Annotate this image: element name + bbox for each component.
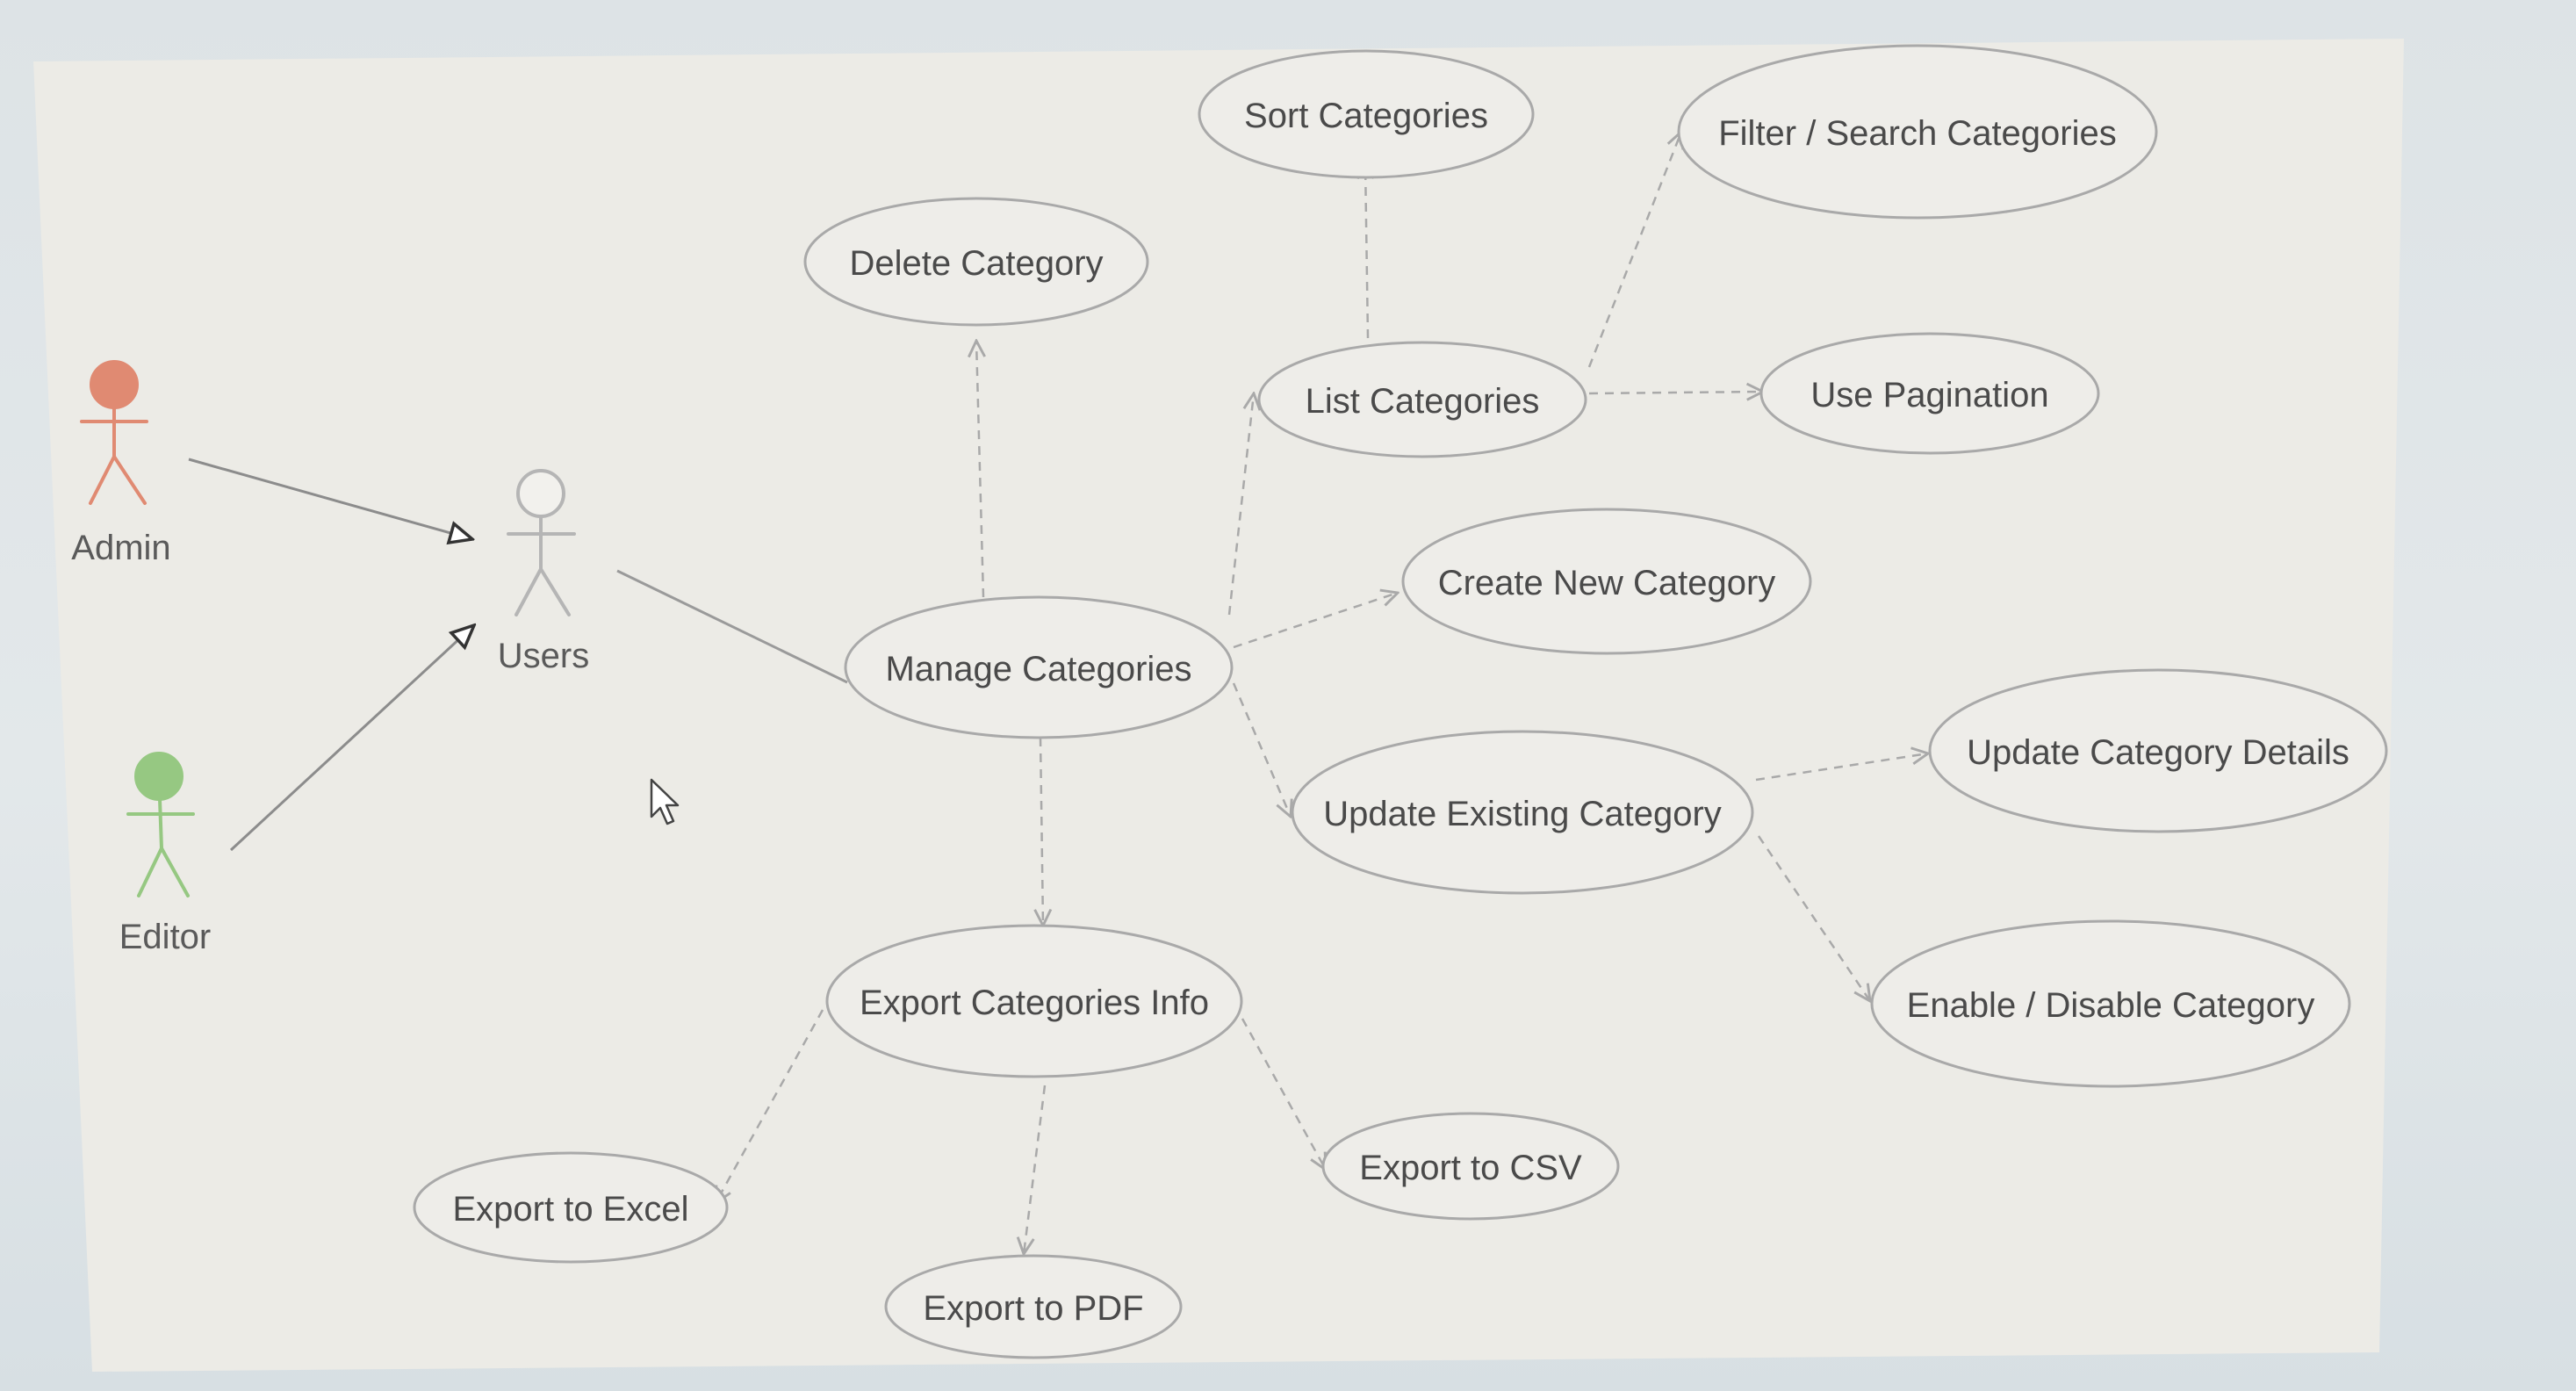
use-case-delete-label: Delete Category	[849, 244, 1103, 283]
use-case-update-details[interactable]: Update Category Details	[1928, 668, 2388, 833]
arrow-export-to-excel	[716, 1009, 824, 1203]
actor-editor: Editor	[119, 752, 212, 956]
use-case-export-excel-label: Export to Excel	[452, 1190, 688, 1229]
use-case-update[interactable]: Update Existing Category	[1291, 730, 1754, 895]
use-case-enable-disable[interactable]: Enable / Disable Category	[1870, 919, 2351, 1088]
use-case-manage[interactable]: Manage Categories	[844, 595, 1234, 739]
use-case-filter-label: Filter / Search Categories	[1718, 114, 2117, 153]
editor-to-users-generalization	[229, 625, 474, 852]
arrow-manage-to-list	[1227, 393, 1254, 616]
arrow-update-to-enable-disable	[1757, 835, 1870, 1001]
use-case-filter[interactable]: Filter / Search Categories	[1677, 44, 2158, 220]
use-case-update-label: Update Existing Category	[1323, 795, 1722, 833]
users-manage-association	[616, 569, 848, 684]
users-label: Users	[498, 637, 589, 675]
arrow-list-to-pagination	[1588, 392, 1763, 393]
admin-to-users-generalization	[188, 458, 472, 539]
editor-label: Editor	[119, 918, 212, 956]
use-case-pagination[interactable]: Use Pagination	[1759, 332, 2100, 455]
use-case-manage-label: Manage Categories	[885, 650, 1191, 688]
use-case-export-info[interactable]: Export Categories Info	[825, 924, 1243, 1078]
use-case-sort[interactable]: Sort Categories	[1198, 49, 1535, 179]
admin-figure-icon	[80, 360, 148, 505]
actor-users: Users	[498, 469, 589, 675]
use-case-delete[interactable]: Delete Category	[803, 197, 1149, 327]
use-case-list[interactable]: List Categories	[1257, 341, 1587, 458]
use-case-export-excel[interactable]: Export to Excel	[413, 1151, 729, 1264]
use-case-create-label: Create New Category	[1438, 564, 1776, 602]
actor-admin: Admin	[71, 360, 171, 567]
use-case-export-pdf-label: Export to PDF	[923, 1289, 1143, 1328]
editor-figure-icon	[126, 752, 195, 897]
arrow-update-to-details	[1755, 753, 1928, 782]
use-case-export-csv[interactable]: Export to CSV	[1321, 1112, 1620, 1221]
arrow-list-to-filter	[1587, 132, 1681, 368]
arrow-manage-to-delete	[976, 341, 983, 598]
arrow-manage-to-update	[1232, 682, 1291, 817]
users-figure-icon	[507, 469, 576, 616]
use-case-sort-label: Sort Categories	[1244, 97, 1488, 135]
generalization-lines	[188, 458, 474, 852]
arrow-export-to-csv	[1241, 1018, 1326, 1170]
use-case-enable-disable-label: Enable / Disable Category	[1907, 986, 2315, 1025]
use-case-export-info-label: Export Categories Info	[860, 984, 1209, 1022]
use-case-export-csv-label: Export to CSV	[1359, 1149, 1582, 1187]
use-case-list-label: List Categories	[1306, 382, 1540, 421]
use-case-update-details-label: Update Category Details	[1967, 733, 2349, 772]
dependency-arrows	[716, 132, 1928, 1254]
use-case-create[interactable]: Create New Category	[1401, 508, 1812, 655]
admin-label: Admin	[71, 529, 170, 567]
arrow-export-to-pdf	[1024, 1085, 1047, 1254]
arrow-list-to-sort	[1365, 162, 1368, 339]
mouse-pointer-icon	[650, 778, 680, 825]
use-case-pagination-label: Use Pagination	[1810, 376, 2048, 414]
arrow-manage-to-create	[1233, 593, 1398, 649]
use-case-export-pdf[interactable]: Export to PDF	[884, 1254, 1183, 1359]
